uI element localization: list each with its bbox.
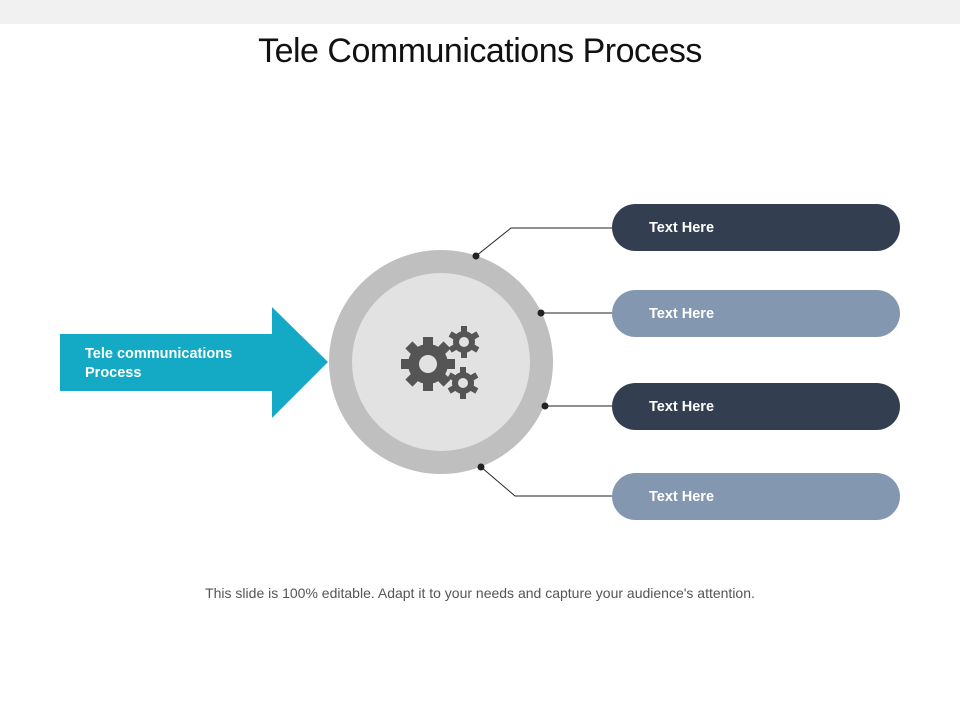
connector-line-4: [480, 466, 612, 497]
connector-dot-2: [537, 309, 545, 317]
item-label: Text Here: [649, 398, 715, 415]
item-pill-4: Text Here: [612, 473, 900, 520]
item-pill-3: Text Here: [612, 383, 900, 430]
connector-dot-4: [477, 463, 485, 471]
item-pill-1: Text Here: [612, 204, 900, 251]
top-bar: [0, 0, 960, 24]
connector-dot-3: [541, 402, 549, 410]
item-label: Text Here: [649, 219, 715, 236]
gears-icon: [401, 326, 480, 399]
arrow-label: Tele communications Process: [85, 346, 233, 381]
footer-note: This slide is 100% editable. Adapt it to…: [205, 585, 755, 601]
input-arrow: [60, 307, 328, 418]
connector-dot-1: [472, 252, 480, 260]
item-pill-2: Text Here: [612, 290, 900, 337]
connector-line-1: [475, 227, 612, 257]
item-label: Text Here: [649, 488, 715, 505]
slide-title: Tele Communications Process: [258, 32, 702, 70]
item-label: Text Here: [649, 305, 715, 322]
